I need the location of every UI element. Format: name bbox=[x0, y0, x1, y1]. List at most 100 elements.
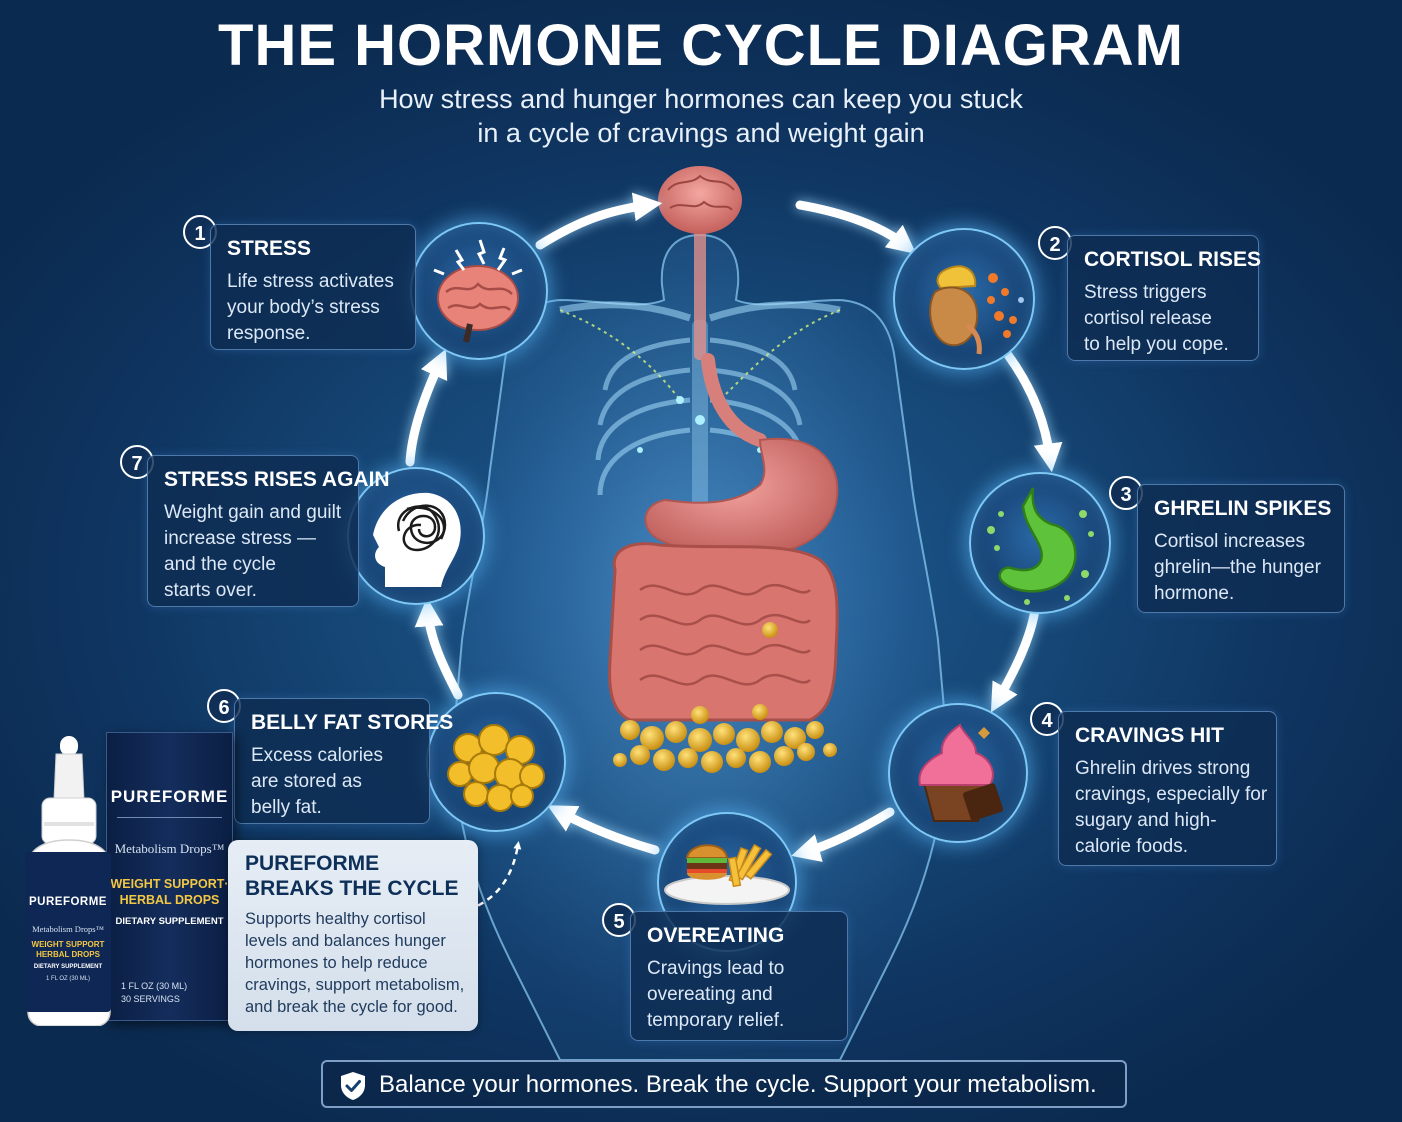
step-4-card: CRAVINGS HIT Ghrelin drives strong cravi… bbox=[1058, 711, 1277, 866]
arrow-3-to-4 bbox=[990, 605, 1040, 713]
step-5-line: Cravings lead to bbox=[647, 958, 785, 979]
step-4-title: CRAVINGS HIT bbox=[1075, 724, 1224, 747]
breaks-title-line: PUREFORME bbox=[245, 852, 380, 875]
product-subtitle: Metabolism Drops™ bbox=[114, 841, 225, 856]
step-5-card: OVEREATING Cravings lead to overeating a… bbox=[630, 911, 848, 1041]
arrow-6-to-7 bbox=[414, 597, 463, 700]
bottle-label: PUREFORME Metabolism Drops™ WEIGHT SUPPO… bbox=[25, 852, 111, 1012]
breaks-line: and break the cycle for good. bbox=[245, 998, 458, 1016]
breaks-cycle-title: PUREFORME BREAKS THE CYCLE bbox=[245, 851, 459, 901]
arrow-5-to-6 bbox=[547, 805, 660, 855]
step-6-line: Excess calories bbox=[251, 745, 383, 766]
breaks-line: cravings, support metabolism, bbox=[245, 976, 465, 994]
breaks-line: Supports healthy cortisol bbox=[245, 910, 426, 928]
step-7-line: Weight gain and guilt bbox=[164, 502, 342, 523]
step-2-card: CORTISOL RISES Stress triggers cortisol … bbox=[1067, 235, 1261, 361]
cycle-arrows bbox=[405, 192, 1063, 862]
bottle-size: 1 FL OZ (30 ML) bbox=[45, 976, 91, 982]
step-2-line: Stress triggers bbox=[1084, 282, 1207, 303]
subtitle-line: How stress and hunger hormones can keep … bbox=[379, 84, 1023, 114]
step-3-line: hormone. bbox=[1154, 583, 1235, 604]
subtitle-line: in a cycle of cravings and weight gain bbox=[477, 118, 925, 148]
bottle-subtitle: Metabolism Drops™ bbox=[32, 924, 104, 934]
step-3-line: ghrelin—the hunger bbox=[1154, 557, 1321, 578]
step-1-line: response. bbox=[227, 323, 311, 344]
bottle-tagline-line: WEIGHT SUPPORT bbox=[31, 940, 105, 949]
fat-cells-icon bbox=[426, 692, 566, 832]
breaks-line: levels and balances hunger bbox=[245, 932, 446, 950]
step-6-text: Excess calories are stored as belly fat. bbox=[251, 743, 383, 821]
product-size-line: 30 SERVINGS bbox=[121, 994, 180, 1004]
step-7-text: Weight gain and guilt increase stress — … bbox=[164, 500, 341, 604]
step-5-line: overeating and bbox=[647, 984, 773, 1005]
adrenal-kidney-icon bbox=[893, 228, 1035, 370]
breaks-cycle-text: Supports healthy cortisol levels and bal… bbox=[245, 908, 464, 1018]
ribcage bbox=[559, 301, 841, 540]
product-box: PUREFORME Metabolism Drops™ WEIGHT SUPPO… bbox=[106, 732, 233, 1021]
bottle-tagline: WEIGHT SUPPORT HERBAL DROPS bbox=[25, 940, 111, 960]
arrow-4-to-5 bbox=[791, 807, 895, 862]
step-1-title: STRESS bbox=[227, 237, 312, 260]
brain bbox=[658, 166, 742, 234]
tagline-text: Balance your hormones. Break the cycle. … bbox=[379, 1071, 1097, 1098]
step-7-card: STRESS RISES AGAIN Weight gain and guilt… bbox=[147, 455, 390, 607]
step-6-title: BELLY FAT STORES bbox=[251, 711, 454, 734]
product-size: 1 FL OZ (30 ML) 30 SERVINGS bbox=[121, 980, 187, 1006]
step-7-title: STRESS RISES AGAIN bbox=[164, 468, 390, 491]
step-7-line: starts over. bbox=[164, 580, 257, 601]
intestines bbox=[608, 542, 839, 722]
product-size-line: 1 FL OZ (30 ML) bbox=[121, 981, 188, 991]
step-3-line: Cortisol increases bbox=[1154, 531, 1305, 552]
cupcake-icon bbox=[888, 703, 1028, 843]
step-2-line: cortisol release bbox=[1084, 308, 1212, 329]
page-subtitle: How stress and hunger hormones can keep … bbox=[300, 82, 1102, 150]
step-6-line: belly fat. bbox=[251, 797, 322, 818]
step-4-text: Ghrelin drives strong cravings, especial… bbox=[1075, 756, 1267, 860]
step-2-line: to help you cope. bbox=[1084, 334, 1229, 355]
breaks-line: hormones to help reduce bbox=[245, 954, 428, 972]
step-1-line: Life stress activates bbox=[227, 271, 394, 292]
product-brand: PUREFORME bbox=[110, 787, 229, 806]
tangled-head-icon bbox=[347, 467, 485, 605]
nerve-sparkles bbox=[559, 309, 841, 401]
step-6-card: BELLY FAT STORES Excess calories are sto… bbox=[234, 698, 453, 824]
bottle-dietary: DIETARY SUPPLEMENT bbox=[33, 964, 103, 970]
step-3-text: Cortisol increases ghrelin—the hunger ho… bbox=[1154, 529, 1321, 607]
step-2-title: CORTISOL RISES bbox=[1084, 248, 1261, 271]
step-6-line: are stored as bbox=[251, 771, 362, 792]
stressed-brain-icon bbox=[410, 222, 548, 360]
step-1-line: your body’s stress bbox=[227, 297, 380, 318]
step-3-title: GHRELIN SPIKES bbox=[1154, 497, 1332, 520]
arrow-7-to-1 bbox=[405, 348, 448, 467]
step-4-line: calorie foods. bbox=[1075, 836, 1189, 857]
arrow-2-to-3 bbox=[1003, 350, 1063, 473]
product-tagline: WEIGHT SUPPORT· HERBAL DROPS bbox=[107, 876, 232, 908]
step-7-line: and the cycle bbox=[164, 554, 276, 575]
bottle-brand: PUREFORME bbox=[29, 896, 107, 908]
stomach bbox=[644, 353, 839, 558]
arrow-top-to-2 bbox=[795, 200, 917, 254]
step-5-line: temporary relief. bbox=[647, 1010, 785, 1031]
step-2-number: 2 bbox=[1038, 226, 1072, 260]
shield-check-icon bbox=[341, 1072, 365, 1100]
bottle-tagline-line: HERBAL DROPS bbox=[36, 950, 100, 959]
spinal-cord bbox=[694, 230, 706, 360]
step-1-text: Life stress activates your body’s stress… bbox=[227, 269, 394, 347]
product-tagline-line: HERBAL DROPS bbox=[119, 893, 220, 907]
belly-fat-cluster bbox=[613, 622, 837, 773]
breaks-title-line: BREAKS THE CYCLE bbox=[245, 877, 459, 900]
step-5-text: Cravings lead to overeating and temporar… bbox=[647, 956, 784, 1034]
breaks-cycle-panel: PUREFORME BREAKS THE CYCLE Supports heal… bbox=[228, 840, 478, 1031]
step-4-line: cravings, especially for bbox=[1075, 784, 1268, 805]
step-4-line: sugary and high- bbox=[1075, 810, 1217, 831]
step-7-line: increase stress — bbox=[164, 528, 317, 549]
stomach-icon bbox=[969, 472, 1111, 614]
product-divider bbox=[117, 817, 222, 818]
step-5-title: OVEREATING bbox=[647, 924, 785, 947]
step-1-card: STRESS Life stress activates your body’s… bbox=[210, 224, 416, 350]
step-3-number: 3 bbox=[1109, 476, 1143, 510]
arrow-1-to-top bbox=[535, 192, 663, 250]
product-tagline-line: WEIGHT SUPPORT· bbox=[110, 877, 229, 891]
step-3-card: GHRELIN SPIKES Cortisol increases ghreli… bbox=[1137, 484, 1345, 613]
tagline-bar: Balance your hormones. Break the cycle. … bbox=[321, 1060, 1127, 1108]
